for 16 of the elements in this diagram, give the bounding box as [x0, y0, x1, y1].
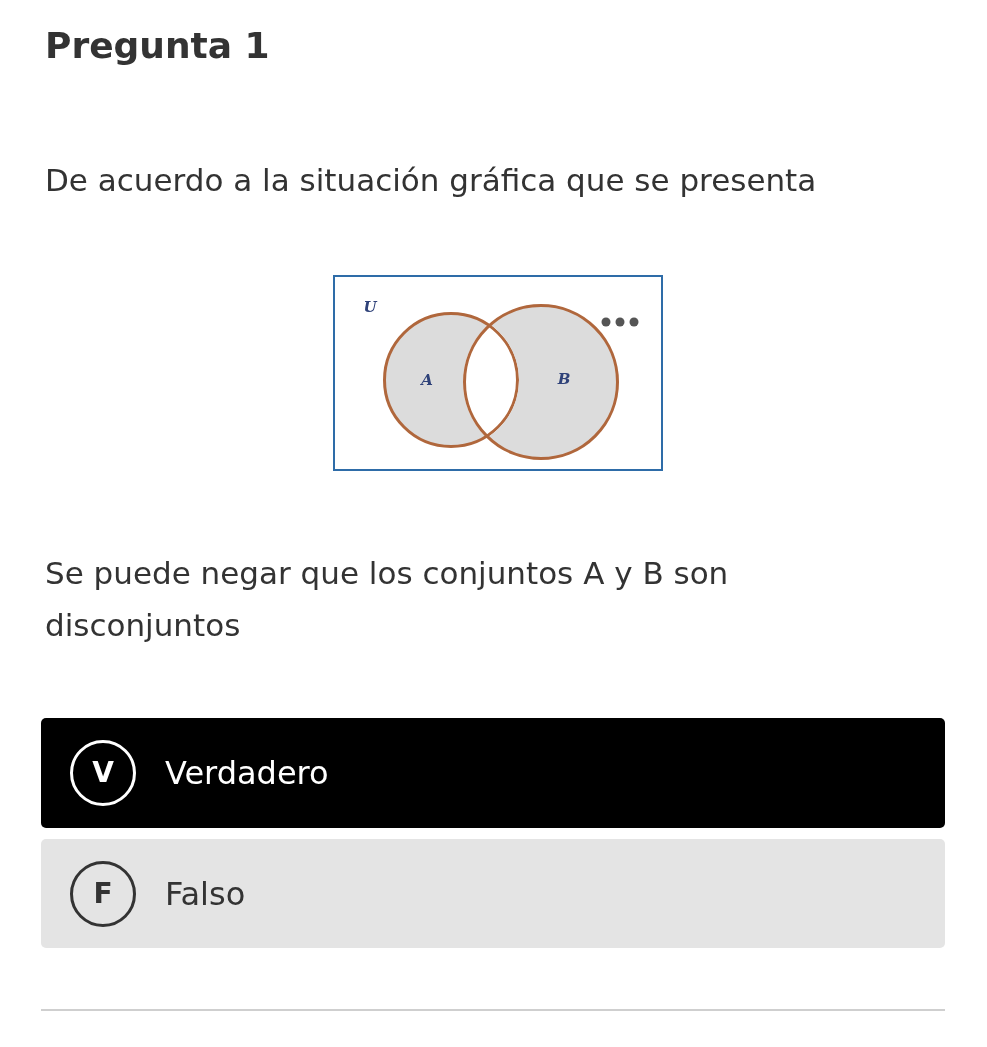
option-text: Falso: [165, 874, 246, 913]
set-label: A: [421, 372, 433, 388]
set-circle: [463, 304, 619, 460]
letter-circle: [70, 740, 136, 806]
question-text: De acuerdo a la situación gráfica que se presenta: [45, 161, 818, 200]
option-letter: V: [92, 759, 114, 787]
venn-universe-box: [333, 275, 663, 471]
option-text: Verdadero: [165, 753, 329, 793]
option-letter: F: [93, 880, 113, 908]
set-label: B: [557, 371, 571, 387]
question-text: Se puede negar que los conjuntos A y B son disconjuntos: [45, 554, 730, 645]
answer-option: [41, 839, 945, 948]
letter-circle: [70, 861, 136, 927]
answer-option: [41, 718, 945, 828]
set-label: U: [363, 299, 377, 315]
question-title: Pregunta 1: [45, 24, 270, 68]
